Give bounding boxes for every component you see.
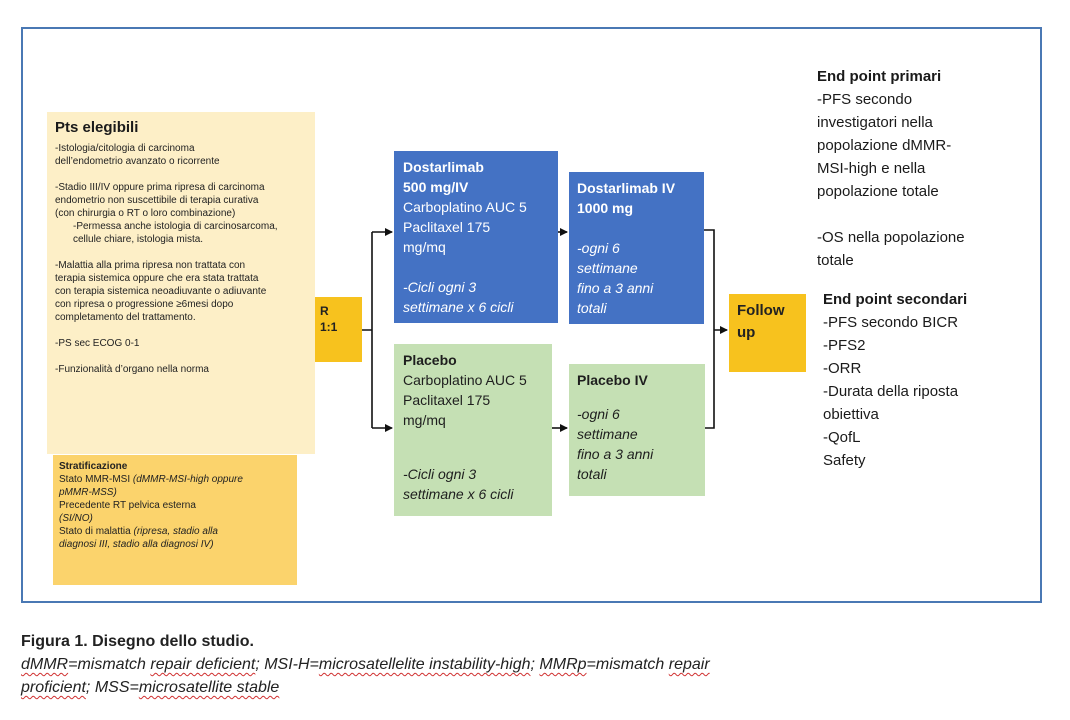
arm-schedule: settimane	[577, 426, 638, 442]
endpoint-line: investigatori nella	[817, 114, 933, 131]
criterion-line: -Istologia/citologia di carcinoma	[55, 143, 195, 154]
primary-endpoints: End point primari -PFS secondo investiga…	[817, 65, 1027, 272]
placebo-induction-box: Placebo Carboplatino AUC 5 Paclitaxel 17…	[394, 344, 552, 516]
placebo-maintenance-box: Placebo IV -ogni 6 settimane fino a 3 an…	[569, 364, 705, 496]
follow-up-box: Follow up	[729, 294, 806, 372]
arm-title: Dostarlimab IV	[577, 180, 676, 196]
criterion-line: dell’endometrio avanzato o ricorrente	[55, 156, 220, 167]
arm-schedule: settimane	[577, 260, 638, 276]
eligibility-title: Pts elegibili	[55, 119, 139, 136]
endpoint-line: totale	[817, 252, 854, 269]
endpoint-line: popolazione totale	[817, 183, 939, 200]
arm-drug: Carboplatino AUC 5	[403, 199, 527, 215]
follow-up-label: Follow	[737, 302, 785, 319]
arm-schedule: -Cicli ogni 3	[403, 466, 477, 482]
randomization-ratio: 1:1	[320, 320, 338, 334]
strat-line: Stato di malattia (ripresa, stadio alla	[59, 526, 218, 537]
caption-abbreviations-cont: proficient; MSS=microsatellite stable	[21, 679, 280, 696]
endpoint-line: popolazione dMMR-	[817, 137, 952, 154]
arm-title: Placebo	[403, 352, 457, 368]
arm-drug: Carboplatino AUC 5	[403, 372, 527, 388]
criterion-line: cellule chiare, istologia mista.	[73, 234, 204, 245]
criterion-line: completamento del trattamento.	[55, 312, 196, 323]
arm-title: Placebo IV	[577, 372, 648, 388]
stratification-text: Stratificazione Stato MMR-MSI (dMMR-MSI-…	[59, 460, 295, 551]
arm-drug: Paclitaxel 175	[403, 392, 491, 408]
endpoint-line: Safety	[823, 452, 866, 469]
dostarlimab-maintenance-box: Dostarlimab IV 1000 mg -ogni 6 settimane…	[569, 172, 704, 324]
follow-up-label: up	[737, 324, 756, 341]
endpoint-line: MSI-high e nella	[817, 160, 926, 177]
strat-line: diagnosi III, stadio alla diagnosi IV)	[59, 539, 214, 550]
secondary-endpoints: End point secondari -PFS secondo BICR -P…	[823, 288, 1023, 472]
strat-line: pMMR-MSS)	[59, 487, 117, 498]
connector-maintenance-merge	[704, 229, 727, 429]
endpoint-line: -ORR	[823, 360, 862, 377]
arm-drug: mg/mq	[403, 412, 446, 428]
endpoint-line: -PFS secondo BICR	[823, 314, 959, 331]
arm-schedule: settimane x 6 cicli	[403, 486, 514, 502]
connector-r-to-arms	[362, 232, 373, 428]
arm-schedule: settimane x 6 cicli	[403, 299, 514, 315]
arm-schedule: fino a 3 anni	[577, 446, 654, 462]
arm-schedule: -Cicli ogni 3	[403, 279, 477, 295]
criterion-line: -PS sec ECOG 0-1	[55, 338, 140, 349]
strat-line: (SI/NO)	[59, 513, 93, 524]
eligibility-box: Pts elegibili -Istologia/citologia di ca…	[47, 112, 315, 454]
arm-schedule: fino a 3 anni	[577, 280, 654, 296]
stratification-box: Stratificazione Stato MMR-MSI (dMMR-MSI-…	[53, 455, 297, 585]
arm-drug: mg/mq	[403, 239, 446, 255]
criterion-line: -Malattia alla prima ripresa non trattat…	[55, 260, 246, 271]
arm-drug: Paclitaxel 175	[403, 219, 491, 235]
criterion-line: -Funzionalità d’organo nella norma	[55, 364, 209, 375]
primary-endpoints-title: End point primari	[817, 68, 942, 85]
criterion-line: con terapia sistemica neoadiuvante o adi…	[55, 286, 267, 297]
criterion-line: -Stadio III/IV oppure prima ripresa di c…	[55, 182, 265, 193]
arm-dose: 500 mg/IV	[403, 179, 469, 195]
endpoint-line: -QofL	[823, 429, 861, 446]
criterion-line: endometrio non suscettibile di terapia c…	[55, 195, 259, 206]
strat-line: Stato MMR-MSI (dMMR-MSI-high oppure	[59, 474, 243, 485]
criterion-line: con ripresa o progressione ≥6mesi dopo	[55, 299, 234, 310]
randomization-box: R 1:1	[315, 297, 362, 362]
randomization-label: R	[320, 304, 329, 318]
endpoint-line: -PFS secondo	[817, 91, 913, 108]
figure-caption: Figura 1. Disegno dello studio. dMMR=mis…	[21, 630, 1021, 699]
criterion-line: terapia sistemica oppure che era stata t…	[55, 273, 259, 284]
criterion-line: -Permessa anche istologia di carcinosarc…	[73, 221, 278, 232]
eligibility-criteria: -Istologia/citologia di carcinoma dell’e…	[55, 142, 313, 376]
arm-schedule: totali	[577, 300, 607, 316]
endpoint-line: -PFS2	[823, 337, 866, 354]
arm-title: Dostarlimab	[403, 159, 484, 175]
endpoint-line: -OS nella popolazione	[817, 229, 965, 246]
arm-schedule: -ogni 6	[577, 406, 620, 422]
arm-schedule: totali	[577, 466, 607, 482]
criterion-line: (con chirurgia o RT o loro combinazione)	[55, 208, 236, 219]
arm-schedule: -ogni 6	[577, 240, 620, 256]
strat-line: Precedente RT pelvica esterna	[59, 500, 196, 511]
endpoint-line: obiettiva	[823, 406, 879, 423]
caption-title: Figura 1. Disegno dello studio.	[21, 633, 254, 650]
diagram-frame	[21, 27, 1042, 603]
secondary-endpoints-title: End point secondari	[823, 291, 968, 308]
caption-abbreviations: dMMR=mismatch repair deficient; MSI-H=mi…	[21, 656, 710, 673]
dostarlimab-induction-box: Dostarlimab 500 mg/IV Carboplatino AUC 5…	[394, 151, 558, 323]
stratification-title: Stratificazione	[59, 461, 128, 472]
arm-dose: 1000 mg	[577, 200, 634, 216]
endpoint-line: -Durata della riposta	[823, 383, 959, 400]
